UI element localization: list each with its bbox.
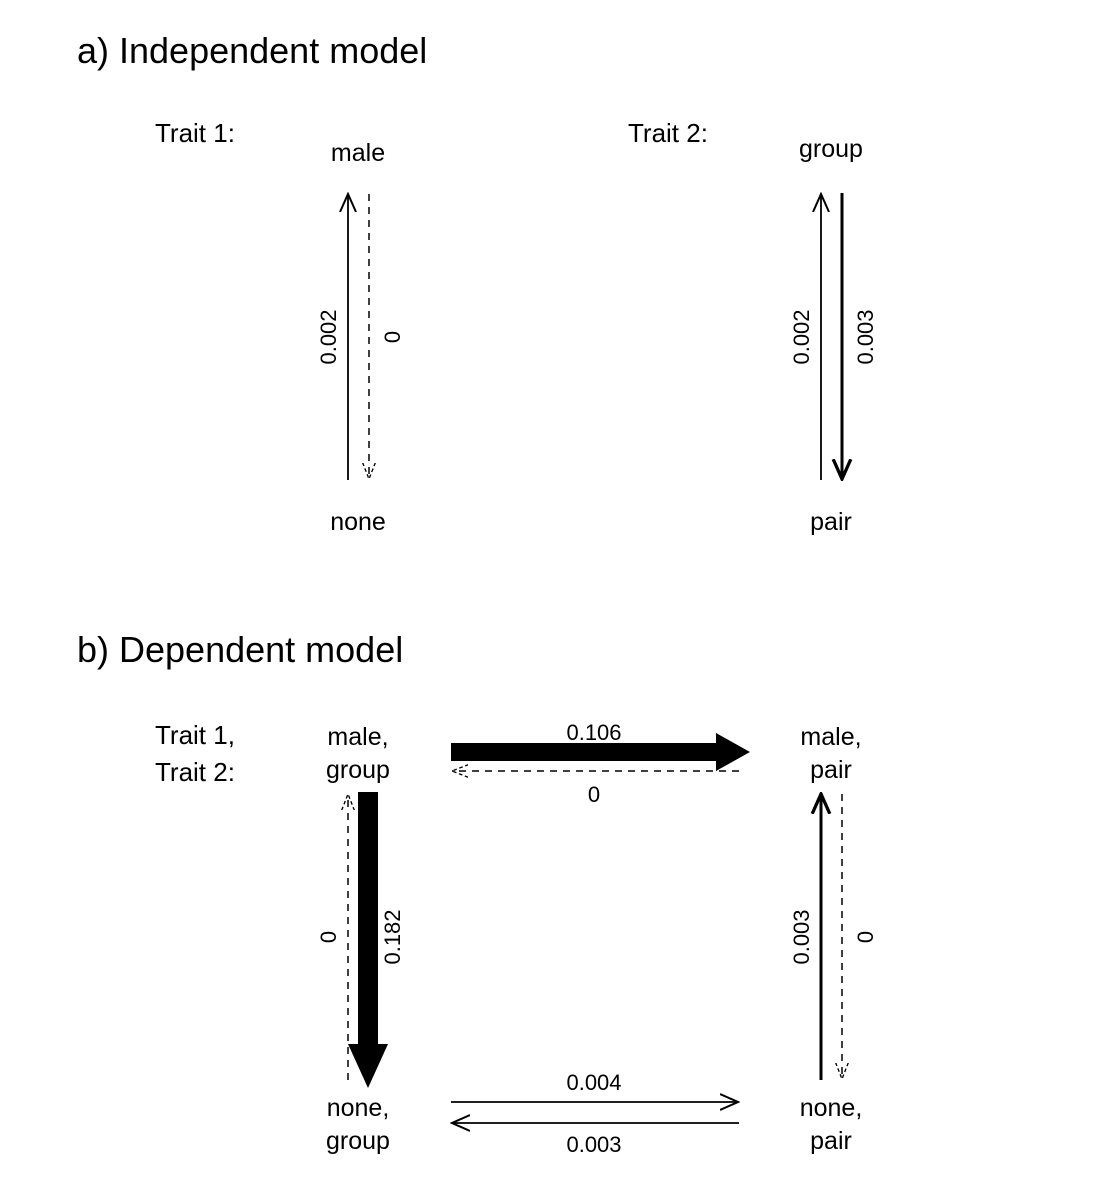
state-male-pair-line2: pair: [810, 756, 852, 784]
rate-none-group-to-male-group: 0: [316, 931, 341, 943]
trait2-label: Trait 2:: [628, 118, 708, 148]
trait1-state-male: male: [331, 139, 385, 167]
rate-male-group-to-male-pair: 0.106: [566, 720, 621, 745]
state-male-pair-line1: male,: [800, 723, 861, 751]
state-male-group-line1: male,: [327, 723, 388, 751]
rate-none-pair-to-male-pair: 0.003: [789, 909, 814, 964]
trait1-state-none: none: [330, 508, 386, 536]
rate-male-group-to-none-group: 0.182: [380, 909, 405, 964]
trait2-rate-down: 0.003: [853, 309, 878, 364]
state-none-group-line2: group: [326, 1127, 390, 1155]
state-none-pair-line1: none,: [800, 1094, 863, 1122]
trait2-rate-up: 0.002: [789, 309, 814, 364]
trait2-state-group: group: [799, 135, 863, 163]
trait12-label-line2: Trait 2:: [155, 757, 235, 787]
rate-male-pair-to-none-pair: 0: [853, 931, 878, 943]
state-none-pair-line2: pair: [810, 1127, 852, 1155]
trait2-state-pair: pair: [810, 508, 852, 536]
panel-b-title: b) Dependent model: [77, 629, 403, 670]
arrow-male-group-to-male-pair: [451, 733, 750, 771]
trait1-rate-up: 0.002: [316, 309, 341, 364]
rate-none-group-to-none-pair: 0.004: [566, 1070, 621, 1095]
panel-a-title: a) Independent model: [77, 30, 427, 71]
trait1-rate-down: 0: [380, 331, 405, 343]
rate-none-pair-to-none-group: 0.003: [566, 1132, 621, 1157]
trait1-label: Trait 1:: [155, 118, 235, 148]
state-male-group-line2: group: [326, 756, 390, 784]
state-none-group-line1: none,: [327, 1094, 390, 1122]
rate-male-pair-to-male-group: 0: [588, 782, 600, 807]
trait12-label-line1: Trait 1,: [155, 720, 235, 750]
arrow-male-group-to-none-group: [348, 792, 388, 1088]
